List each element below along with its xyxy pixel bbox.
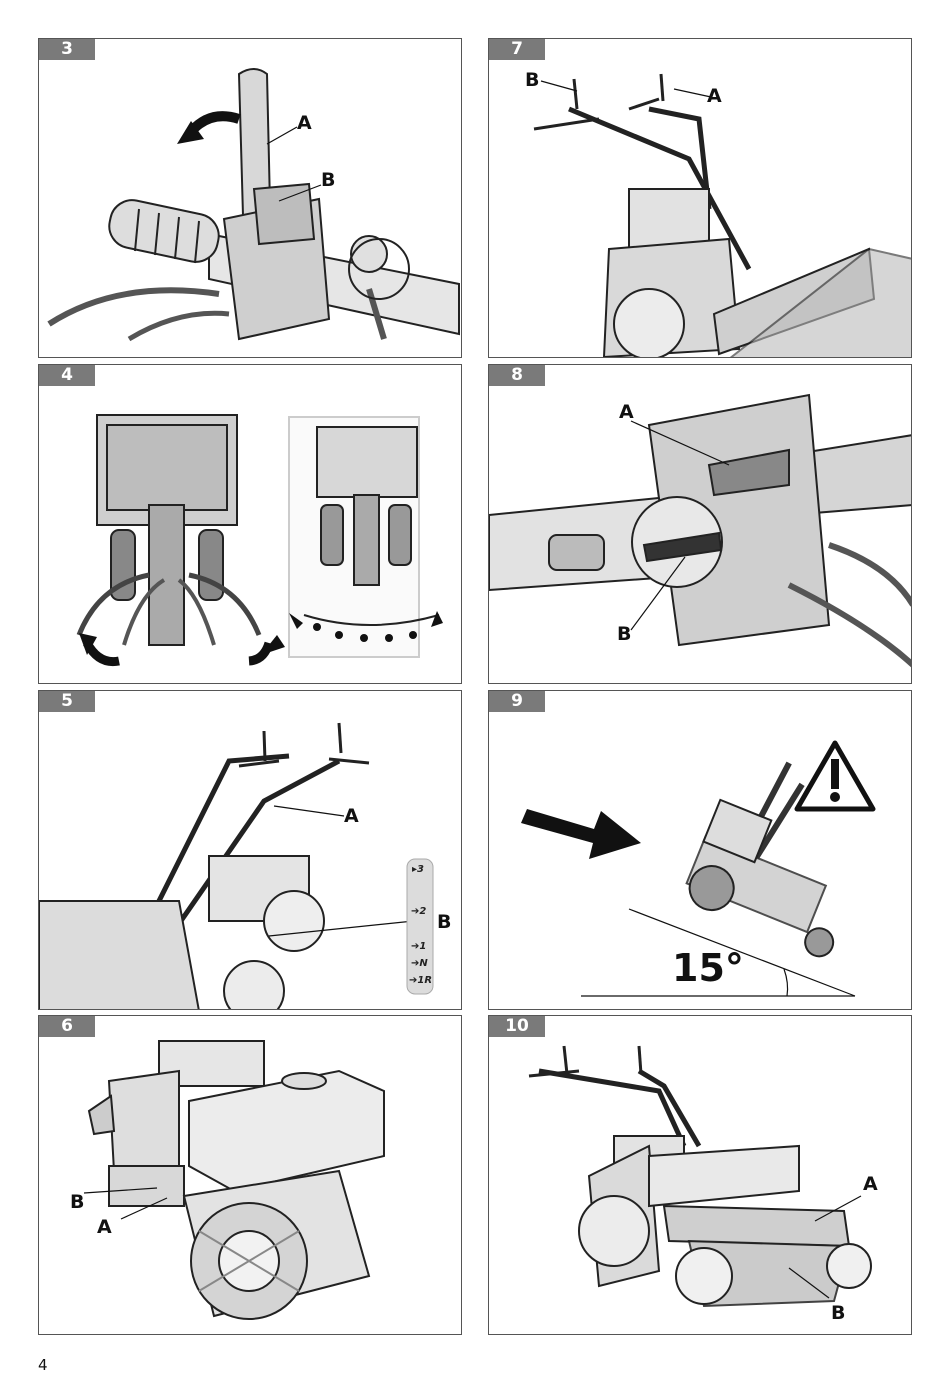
figure-panel-8: 8 A B [488,364,912,684]
figure-panel-5: 5 A B ▸3 ➔2 ➔1 ➔N ➔1R [38,690,462,1010]
gear-position-1r: ➔1R [409,975,432,986]
gear-position-n: ➔N [411,958,428,969]
figure-panel-10: 10 A B [488,1015,912,1335]
label-b: B [70,1191,84,1213]
slope-angle: 15° [672,946,744,990]
label-a: A [97,1216,112,1238]
label-a: A [619,401,634,423]
label-b: B [617,623,631,645]
figure-panel-6: 6 B A [38,1015,462,1335]
figure-panel-9: 9 15° [488,690,912,1010]
label-b: B [321,169,335,191]
engine-illustration [39,1016,462,1335]
rotation-knob-illustration [489,365,912,684]
label-b: B [831,1302,845,1324]
gear-position-2: ➔2 [411,906,426,917]
label-b: B [525,69,539,91]
label-a: A [297,112,312,134]
page-number: 4 [38,1356,48,1374]
handlebar-rotation-illustration [39,365,462,684]
figure-panel-3: 3 A B [38,38,462,358]
handlebar-control-illustration [39,39,462,358]
gear-position-1: ➔1 [411,941,426,952]
gear-lever-illustration [39,691,462,1010]
label-b: B [437,911,451,933]
figure-panel-7: 7 B A [488,38,912,358]
sweeper-attachment-illustration [489,1016,912,1335]
label-a: A [707,85,722,107]
gear-position-3: ▸3 [412,864,424,875]
label-a: A [863,1173,878,1195]
machine-handlebar-illustration [489,39,912,358]
figure-panel-4: 4 [38,364,462,684]
label-a: A [344,805,359,827]
